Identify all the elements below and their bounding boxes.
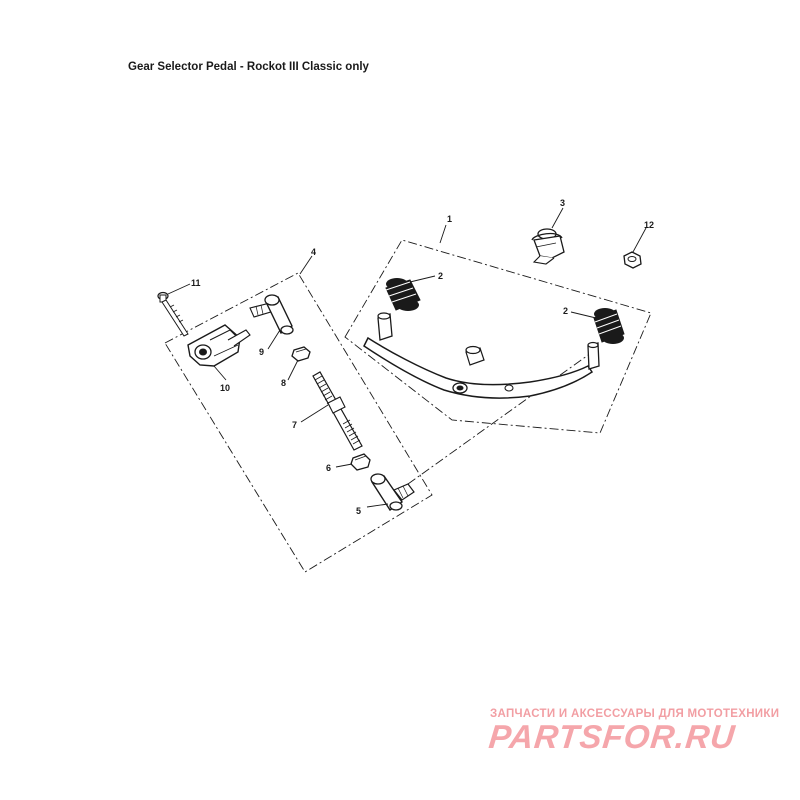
part-1-pedal-arm bbox=[363, 312, 600, 399]
part-6-nut bbox=[350, 453, 371, 471]
joint-link-line bbox=[407, 347, 599, 485]
callout-4: 4 bbox=[311, 247, 316, 257]
part-11-bolt bbox=[157, 291, 189, 337]
assembly-4-boundary bbox=[164, 272, 433, 573]
callout-3: 3 bbox=[560, 198, 565, 208]
callout-11: 11 bbox=[191, 278, 201, 288]
callout-1: 1 bbox=[447, 214, 452, 224]
watermark-tagline: ЗАПЧАСТИ И АКСЕССУАРЫ ДЛЯ МОТОТЕХНИКИ bbox=[490, 708, 780, 720]
part-3-pivot-bush bbox=[531, 228, 565, 265]
callout-6: 6 bbox=[326, 463, 331, 473]
part-9-ball-joint bbox=[249, 294, 294, 335]
callout-5: 5 bbox=[356, 506, 361, 516]
part-8-nut bbox=[291, 346, 311, 362]
diagram-title: Gear Selector Pedal - Rockot III Classic… bbox=[128, 61, 369, 73]
callout-12: 12 bbox=[644, 220, 654, 230]
callout-7: 7 bbox=[292, 420, 297, 430]
part-10-clamp-lever bbox=[187, 324, 251, 367]
callout-2-left: 2 bbox=[438, 271, 443, 281]
part-12-nut bbox=[623, 251, 642, 269]
callout-8: 8 bbox=[281, 378, 286, 388]
callout-9: 9 bbox=[259, 347, 264, 357]
part-7-threaded-rod bbox=[312, 371, 363, 451]
callout-2-right: 2 bbox=[563, 306, 568, 316]
assembly-1-boundary bbox=[344, 239, 652, 434]
part-5-ball-joint bbox=[370, 473, 415, 511]
part-2-rubber-peg-left bbox=[385, 278, 421, 311]
callout-10: 10 bbox=[220, 383, 230, 393]
leader-lines bbox=[167, 207, 647, 508]
watermark-logo: PARTSFOR.RU bbox=[487, 718, 738, 755]
part-2-rubber-peg-right bbox=[593, 308, 625, 344]
